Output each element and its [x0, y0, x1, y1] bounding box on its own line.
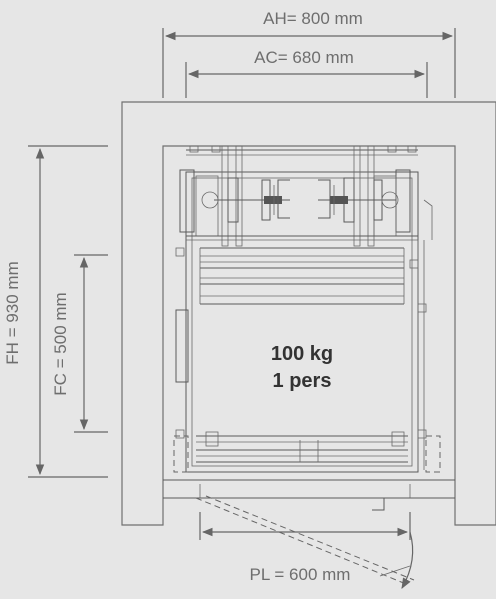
shaft-wall-left [121, 101, 496, 526]
ac-label: AC= 680 mm [254, 48, 354, 67]
dimension-ac: AC= 680 mm [185, 48, 428, 98]
shaft-walls [121, 101, 496, 526]
ah-label: AH= 800 mm [263, 9, 363, 28]
dimension-fh: FH = 930 mm [3, 145, 108, 478]
capacity-label: 100 kg 1 pers [271, 343, 333, 392]
lift-platform [173, 145, 441, 473]
dimension-ah: AH= 800 mm [162, 9, 456, 98]
capacity-load: 100 kg [271, 343, 333, 365]
dimension-fc: FC = 500 mm [51, 254, 108, 433]
pl-label: PL = 600 mm [250, 565, 351, 584]
fh-label: FH = 930 mm [3, 261, 22, 364]
door-ramp: PL = 600 mm [195, 484, 415, 589]
fc-label: FC = 500 mm [51, 292, 70, 395]
capacity-persons: 1 pers [273, 370, 332, 392]
